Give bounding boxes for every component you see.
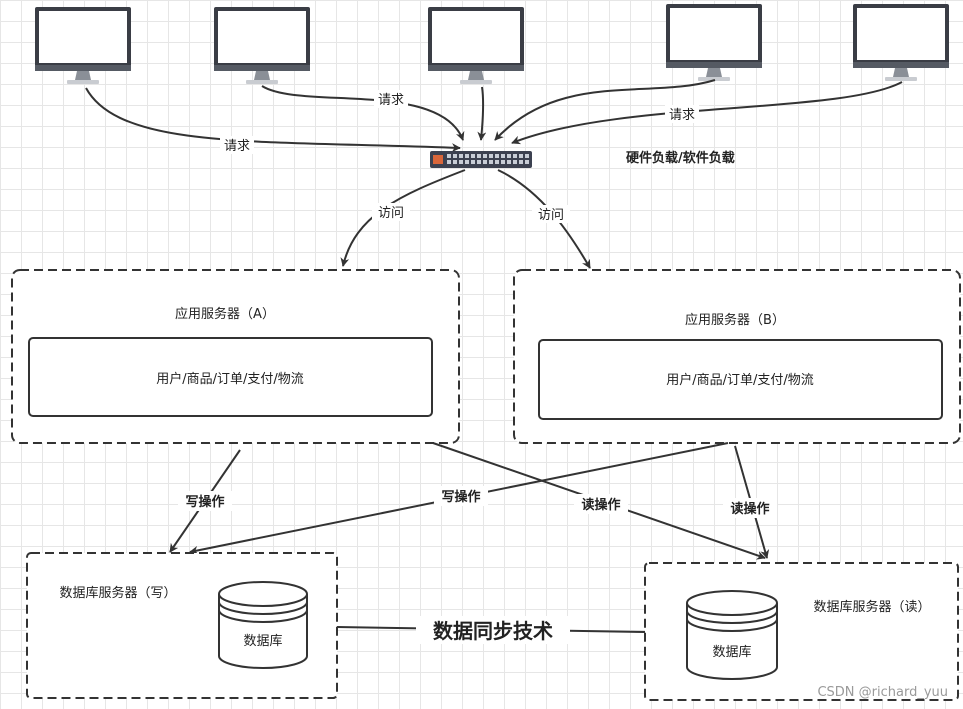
visit-label-b: 访问 bbox=[538, 208, 564, 223]
visit-label-a: 访问 bbox=[378, 206, 404, 221]
client-monitor-icon-2 bbox=[214, 7, 310, 84]
database-label-write: 数据库 bbox=[243, 633, 282, 649]
database-icon-read bbox=[686, 590, 778, 680]
client-monitor-icon-5 bbox=[853, 4, 949, 81]
db-server-read-title: 数据库服务器（读） bbox=[813, 599, 930, 615]
database-icon-write bbox=[218, 581, 308, 669]
db-server-read: 数据库服务器（读） 数据库 bbox=[644, 562, 959, 701]
request-label-1: 请求 bbox=[224, 139, 250, 154]
request-arrow-4 bbox=[494, 79, 716, 141]
request-label-2: 请求 bbox=[378, 93, 404, 108]
client-monitor-icon-1 bbox=[35, 7, 131, 84]
request-arrow-3 bbox=[477, 86, 487, 141]
request-arrow-2 bbox=[261, 85, 465, 141]
app-server-b-modules: 用户/商品/订单/支付/物流 bbox=[666, 372, 814, 388]
client-monitor-icon-4 bbox=[666, 4, 762, 81]
app-server-a: 应用服务器（A） 用户/商品/订单/支付/物流 bbox=[11, 269, 460, 444]
sync-label: 数据同步技术 bbox=[433, 619, 553, 643]
app-server-a-modules: 用户/商品/订单/支付/物流 bbox=[156, 371, 304, 387]
network-switch-icon bbox=[430, 151, 532, 168]
app-server-b: 应用服务器（B） 用户/商品/订单/支付/物流 bbox=[513, 269, 961, 444]
write-label-b: 写操作 bbox=[441, 489, 480, 505]
write-label-a: 写操作 bbox=[185, 494, 224, 510]
database-label-read: 数据库 bbox=[712, 644, 751, 660]
read-label-a: 读操作 bbox=[581, 497, 620, 513]
watermark: CSDN @richard_yuu bbox=[817, 685, 948, 700]
app-server-a-title: 应用服务器（A） bbox=[175, 306, 275, 322]
db-server-write-title: 数据库服务器（写） bbox=[59, 585, 176, 601]
load-balancer-label: 硬件负载/软件负载 bbox=[626, 150, 735, 166]
request-arrow-1 bbox=[85, 87, 461, 153]
app-server-b-title: 应用服务器（B） bbox=[685, 312, 785, 328]
request-arrow-5 bbox=[511, 81, 903, 145]
client-monitor-icon-3 bbox=[428, 7, 524, 84]
db-server-write: 数据库服务器（写） 数据库 bbox=[26, 552, 338, 699]
request-label-3: 请求 bbox=[669, 108, 695, 123]
read-label-b: 读操作 bbox=[730, 501, 769, 517]
